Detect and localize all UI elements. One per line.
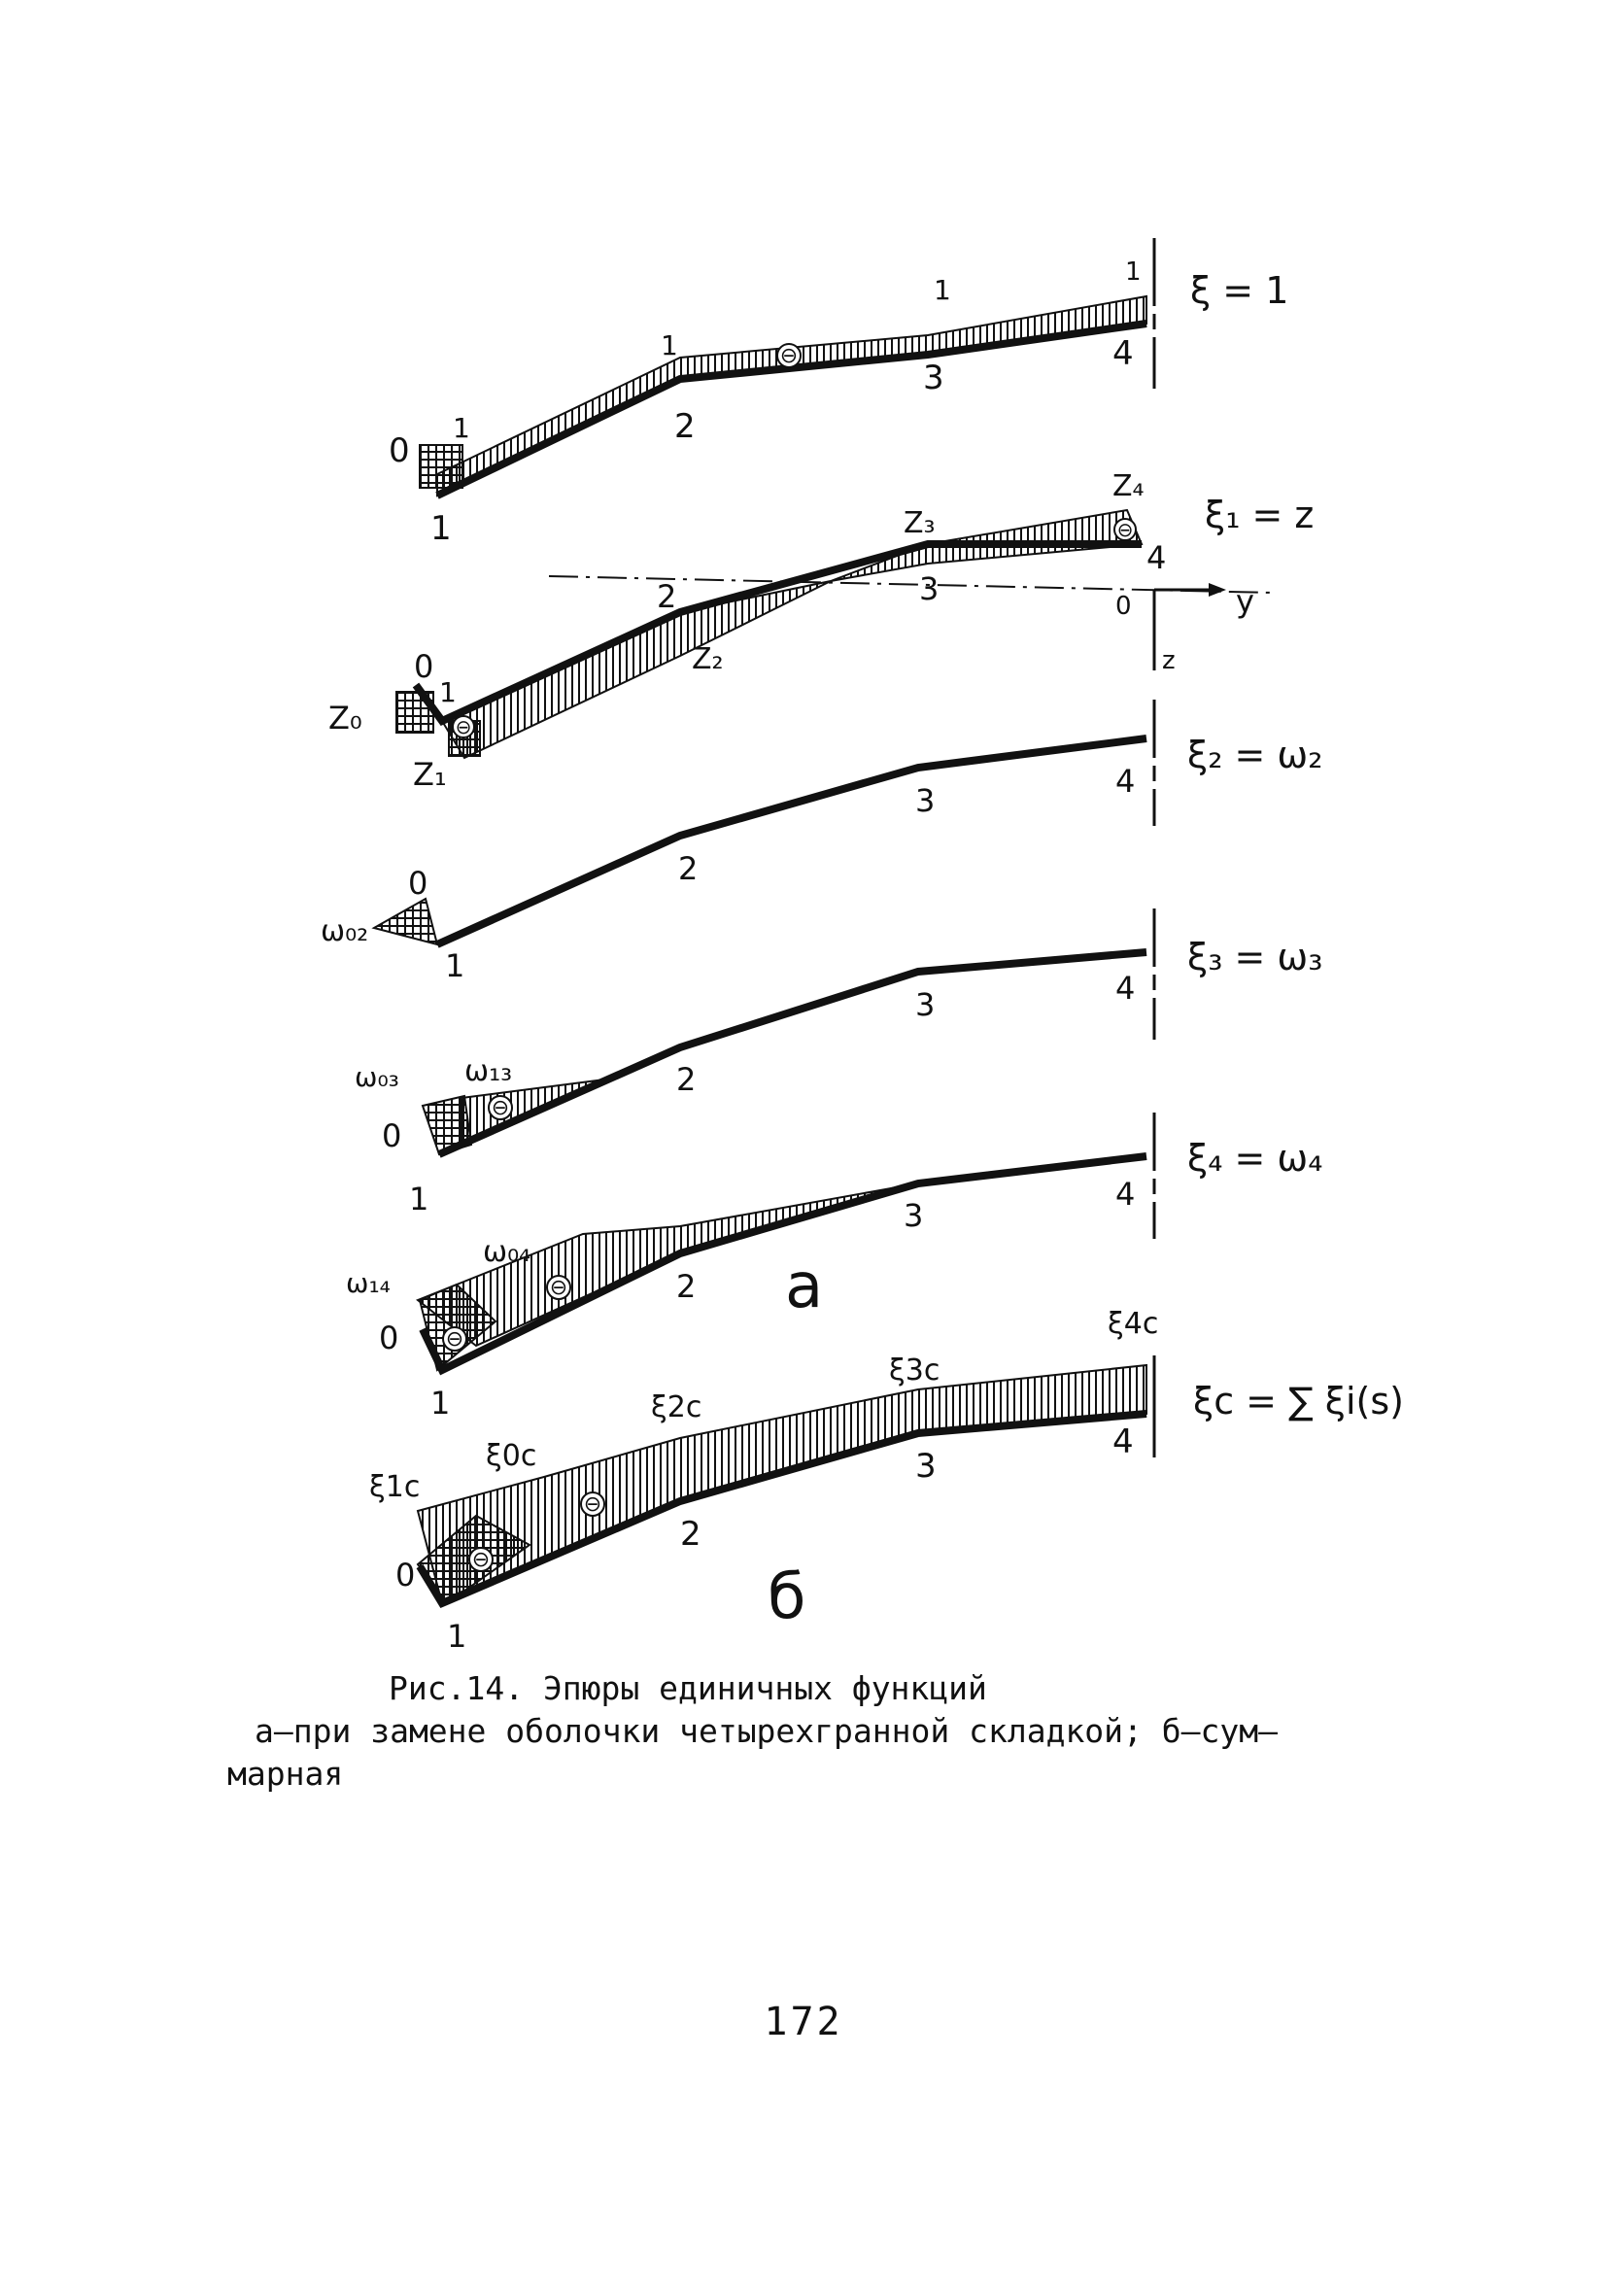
minus-sign: ⊖ [492, 1096, 509, 1120]
node-label: 3 [915, 986, 935, 1023]
origin-label: 0 [1115, 592, 1132, 621]
node-label: 1 [445, 947, 464, 984]
minus-sign: ⊖ [446, 1327, 463, 1352]
minus-sign: ⊖ [456, 715, 472, 738]
xi-label: ξ1c [369, 1470, 420, 1504]
omega-label: ω₀₄ [483, 1235, 530, 1269]
node-label: 3 [923, 359, 944, 397]
diagram-xi-c: ⊖ ⊖ 0 1 2 3 4 ξ0c ξ1c ξ2c ξ3c ξ4c ξc = ∑… [369, 1307, 1404, 1655]
node-label: 2 [676, 1268, 696, 1305]
node-label: 1 [430, 509, 452, 548]
fold-line [416, 1410, 1147, 1609]
node-label: 1 [409, 1181, 428, 1217]
formula-label: ξ₃ = ω₃ [1187, 936, 1322, 978]
node-label: 0 [414, 648, 433, 685]
z-label: Z₂ [692, 642, 724, 676]
epure-end-hatch [371, 897, 439, 946]
diagram-xi-1: ⊖ 0 1 1 1 2 1 3 1 4 ξ = 1 [389, 238, 1288, 548]
node-label: 4 [1115, 1176, 1135, 1213]
node-label: 3 [915, 782, 935, 819]
minus-sign: ⊖ [1117, 518, 1134, 541]
xi-label: ξ0c [486, 1439, 536, 1473]
z-label: Z₁ [413, 756, 447, 793]
fold-line [435, 735, 1147, 948]
node-label: 4 [1146, 539, 1166, 576]
minus-sign: ⊖ [584, 1492, 601, 1517]
xi-label: ξ2c [651, 1390, 701, 1424]
node-label: 4 [1115, 763, 1135, 800]
formula-label: ξ₄ = ω₄ [1187, 1137, 1322, 1180]
axis-dashdot [548, 575, 1274, 594]
group-label-b: б [768, 1561, 805, 1633]
value-label: 1 [934, 274, 951, 306]
minus-sign: ⊖ [472, 1548, 490, 1572]
epure-end-hatch [419, 444, 463, 489]
epure-end-hatch [421, 1094, 473, 1156]
node-label: 1 [430, 1385, 450, 1422]
node-label: 4 [1112, 1422, 1134, 1461]
node-label: 2 [657, 578, 676, 615]
figure-caption-line: а–при замене оболочки четырехгранной скл… [255, 1712, 1278, 1750]
fold-line [437, 948, 1147, 1158]
y-axis-label: y [1236, 583, 1254, 620]
minus-sign: ⊖ [550, 1276, 567, 1300]
node-label: 3 [904, 1197, 923, 1234]
value-label: 1 [1125, 257, 1142, 287]
node-label: 1 [439, 676, 457, 708]
fold-line [419, 1152, 1147, 1376]
z-label: Z₀ [328, 700, 362, 737]
node-label: 4 [1112, 334, 1134, 373]
node-label: 2 [676, 1061, 696, 1098]
fold-line [435, 320, 1147, 499]
xi-label: ξ4c [1108, 1307, 1158, 1341]
formula-label: ξ₂ = ω₂ [1187, 734, 1322, 776]
omega-label: ω₁₃ [464, 1054, 512, 1088]
figure-diagrams: ⊖ 0 1 1 1 2 1 3 1 4 ξ = 1 ⊖ ⊖ 0 1 2 3 4 … [321, 238, 1404, 1655]
z-label: Z₃ [904, 506, 936, 540]
epure-fill [436, 294, 1147, 497]
formula-label: ξc = ∑ ξi(s) [1193, 1380, 1404, 1422]
node-label: 3 [915, 1447, 937, 1486]
epure-fill-left [440, 580, 832, 760]
omega-label: ω₀₂ [321, 914, 368, 948]
group-label-a: а [785, 1251, 823, 1322]
node-label: 0 [389, 431, 410, 470]
formula-label: ξ = 1 [1190, 269, 1288, 312]
z-axis-label: z [1162, 646, 1176, 675]
diagram-xi-2: 0 1 2 3 4 ω₀₂ ξ₂ = ω₂ [321, 700, 1322, 984]
node-label: 4 [1115, 970, 1135, 1007]
node-label: 0 [382, 1117, 401, 1154]
xi-label: ξ3c [889, 1354, 940, 1388]
node-label: 2 [680, 1515, 701, 1554]
node-label: 1 [447, 1618, 466, 1655]
node-label: 3 [919, 570, 939, 607]
omega-label: ω₁₄ [346, 1267, 391, 1299]
formula-label: ξ₁ = z [1205, 494, 1314, 536]
value-label: 1 [661, 329, 678, 361]
omega-label: ω₀₃ [355, 1061, 399, 1093]
diagram-xi-1-z: ⊖ ⊖ 0 1 2 3 4 Z₀ Z₁ Z₂ Z₃ Z₄ 0 y z ξ₁ = … [328, 469, 1314, 793]
value-label: 1 [453, 412, 470, 444]
node-label: 2 [674, 407, 696, 446]
minus-sign: ⊖ [780, 344, 798, 368]
figure-caption-line: марная [227, 1755, 344, 1793]
fold-line [412, 540, 1142, 726]
z-label: Z₄ [1112, 469, 1145, 503]
page-number: 172 [764, 2000, 843, 2044]
node-label: 0 [395, 1557, 415, 1593]
diagram-xi-4: ⊖ ⊖ 0 1 2 3 4 ω₁₄ ω₀₄ ξ₄ = ω₄ [346, 1113, 1322, 1422]
figure-caption-title: Рис.14. Эпюры единичных функций [389, 1669, 987, 1707]
diagram-xi-3: ⊖ 0 1 2 3 4 ω₀₃ ω₁₃ ξ₃ = ω₃ [355, 908, 1322, 1217]
node-label: 2 [678, 850, 698, 887]
node-label: 0 [408, 865, 427, 902]
node-label: 0 [379, 1319, 398, 1356]
